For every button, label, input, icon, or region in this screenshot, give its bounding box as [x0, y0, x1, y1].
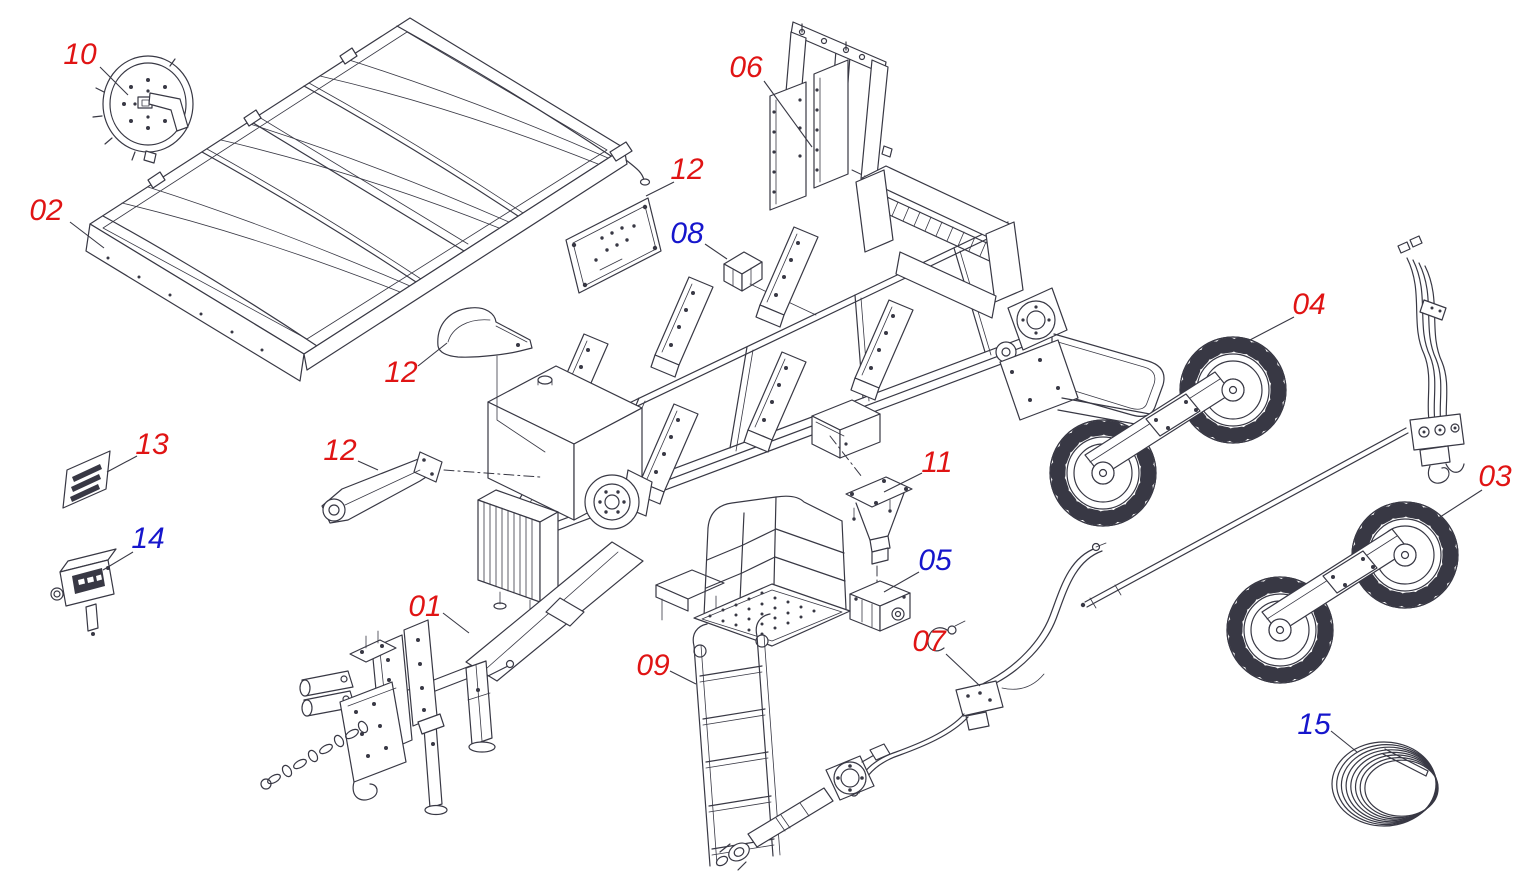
callout-label-10-0: 10: [63, 38, 97, 71]
part-13-decal: [62, 450, 111, 509]
main-frame-assembly: [496, 165, 1165, 554]
part-06-rear-gate: [769, 21, 997, 239]
callout-label-08-4: 08: [670, 217, 704, 250]
callout-label-12-7: 12: [384, 356, 418, 389]
leader-line-04-5: [1247, 316, 1295, 342]
part-15-hose-coil: [1331, 741, 1439, 827]
leader-line-02-1: [69, 221, 105, 249]
leader-line-07-15: [945, 653, 981, 687]
leader-line-05-14: [883, 571, 920, 593]
callout-label-06-2: 06: [729, 51, 763, 84]
pto-shaft: [715, 743, 891, 871]
callout-label-01-11: 01: [408, 590, 441, 623]
leader-line-12-9: [357, 460, 379, 471]
callout-label-14-10: 14: [131, 522, 164, 555]
callout-label-07-15: 07: [912, 625, 947, 658]
leader-line-08-4: [704, 243, 728, 260]
part-12-support-arm: [321, 451, 541, 524]
leader-line-11-13: [883, 472, 923, 493]
blower-tank-unit: [477, 365, 653, 620]
part-12-mounting-plate: [565, 197, 662, 294]
callout-label-05-14: 05: [918, 544, 952, 577]
leader-line-09-12: [669, 670, 697, 685]
part-09-ladder-platform: [655, 495, 851, 867]
callout-label-11-13: 11: [921, 446, 952, 479]
part-14-monitor: [50, 548, 117, 636]
callout-label-12-9: 12: [323, 434, 357, 467]
leader-line-12-7: [417, 342, 448, 367]
callout-label-15-16: 15: [1297, 708, 1331, 741]
part-11-hopper-bracket: [829, 435, 913, 585]
callout-label-03-6: 03: [1478, 460, 1512, 493]
part-02-lid-assembly: [85, 17, 651, 382]
callout-label-02-1: 02: [29, 194, 63, 227]
callout-label-12-3: 12: [670, 153, 704, 186]
part-03-wheel-tandem-rear: [1227, 502, 1458, 683]
callout-label-04-5: 04: [1292, 288, 1325, 321]
part-07-hose-kit: [849, 542, 1107, 797]
callout-label-13-8: 13: [135, 428, 169, 461]
part-04-wheel-tandem-front: [1050, 337, 1286, 526]
leader-line-06-2: [763, 80, 813, 148]
leader-line-15-16: [1330, 730, 1358, 753]
leader-line-01-11: [442, 612, 470, 634]
leader-line-12-3: [645, 181, 675, 197]
part-12-deflector: [437, 307, 546, 453]
part-10-metering-disc: [92, 55, 194, 164]
callout-label-09-12: 09: [636, 649, 670, 682]
leader-line-03-6: [1436, 489, 1483, 520]
part-01-hitch-drawbar: [260, 541, 644, 816]
leader-line-10-0: [99, 66, 129, 96]
leader-line-14-10: [102, 551, 134, 571]
leader-line-13-8: [106, 455, 138, 473]
hydraulic-lines-right: [1080, 235, 1465, 609]
part-05-support-bracket: [849, 580, 911, 632]
